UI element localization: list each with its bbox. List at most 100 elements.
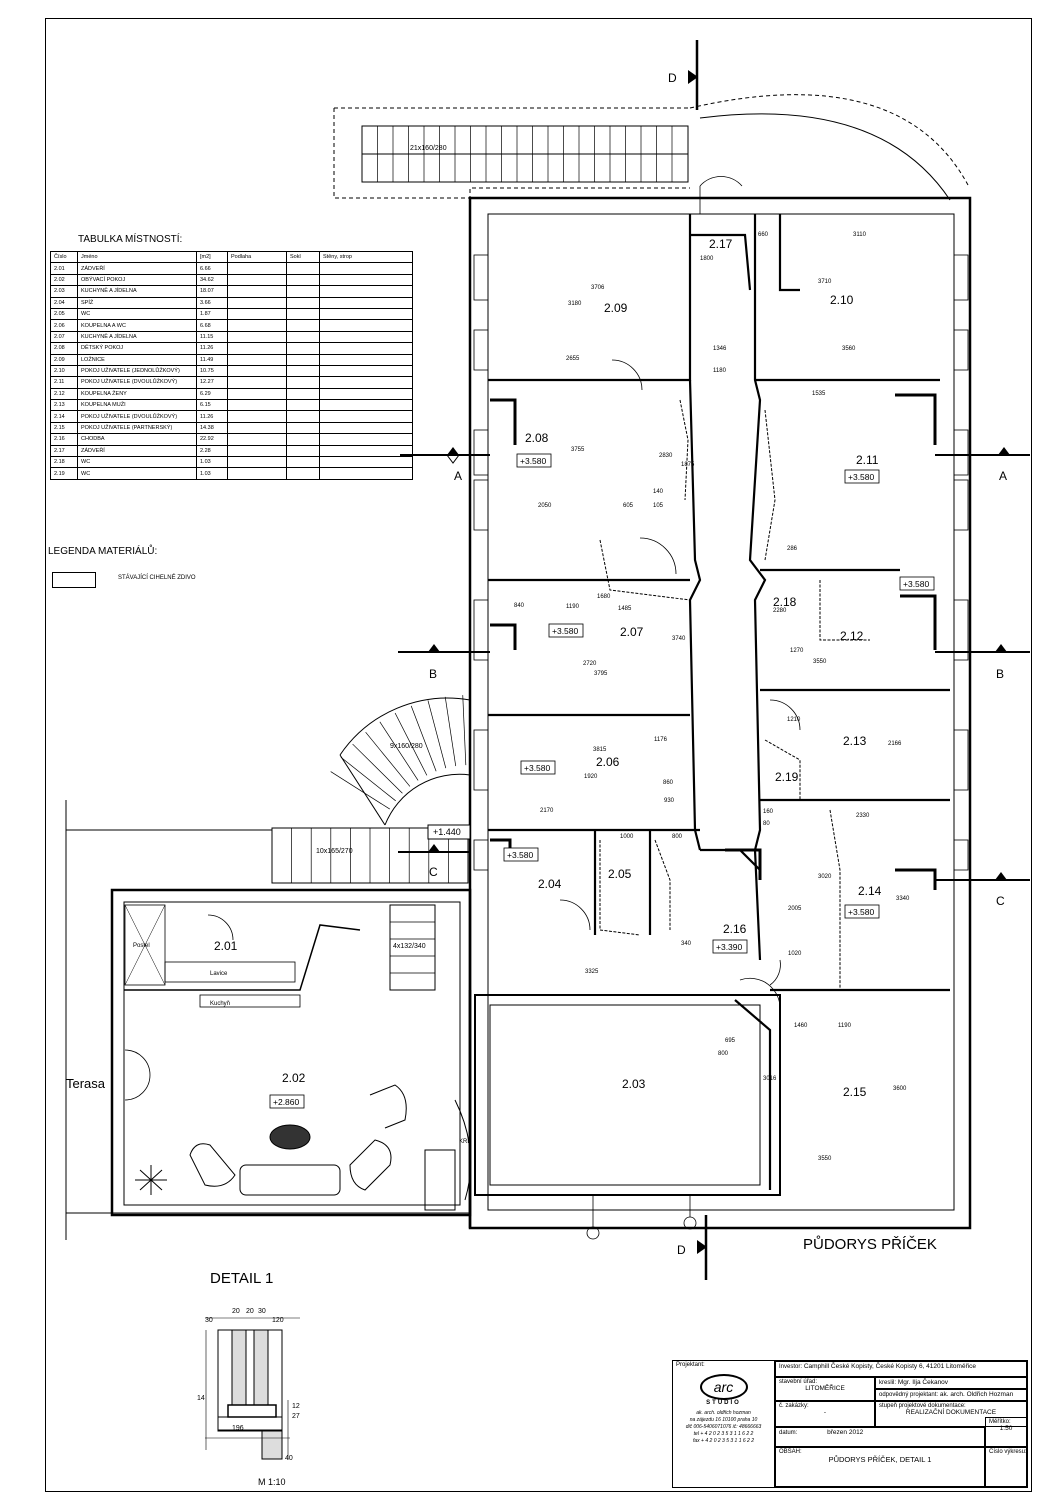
- terrace-arc: [689, 94, 969, 186]
- detail-title: DETAIL 1: [210, 1270, 274, 1287]
- section-marker-c-right: C: [935, 872, 1030, 908]
- table-cell: 2.04: [50, 296, 78, 309]
- table-header-cell: Jméno: [77, 250, 197, 264]
- building-authority: LITOMĚŘICE: [805, 1385, 845, 1392]
- order-number: -: [823, 1409, 827, 1416]
- dimension-label: 1000: [620, 834, 634, 840]
- room-label: 2.05: [608, 867, 632, 881]
- table-cell: [286, 262, 320, 275]
- table-cell: 2.01: [50, 262, 78, 275]
- dimension-label: 80: [763, 821, 770, 827]
- room-label: 2.14: [858, 884, 882, 898]
- section-marker-d-top: D: [668, 40, 699, 110]
- table-cell: 1.87: [196, 307, 228, 321]
- axis-markers: [586, 1195, 697, 1240]
- table-cell: 18.07: [196, 285, 228, 298]
- table-cell: [286, 444, 320, 458]
- dimension-label: 3755: [571, 447, 585, 453]
- contents: PŮDORYS PŘÍČEK, DETAIL 1: [828, 1455, 932, 1464]
- stair-label-left: 10x165/270: [316, 848, 353, 855]
- table-cell: 11.26: [196, 342, 228, 355]
- table-cell: [286, 273, 320, 287]
- table-cell: [227, 330, 287, 344]
- dimension-label: 1346: [713, 346, 727, 352]
- table-cell: WC: [77, 307, 197, 321]
- table-cell: [227, 456, 287, 469]
- level-box: [516, 453, 552, 468]
- table-cell: [319, 399, 413, 412]
- dimension-label: 1180: [713, 368, 727, 374]
- section-marker-a-right: A: [935, 447, 1030, 483]
- table-cell: [286, 376, 320, 389]
- table-cell: 2.18: [50, 456, 78, 469]
- building-authority-cell: stavební úřad:LITOMĚŘICE: [775, 1377, 875, 1401]
- responsible: ak. arch. Oldřich Hozman: [939, 1391, 1014, 1398]
- dimension-label: 695: [725, 1038, 736, 1044]
- level-label: +3.580: [520, 456, 547, 466]
- room-label: 2.10: [830, 293, 854, 307]
- table-header-cell: Podlaha: [227, 250, 287, 264]
- table-cell: OBÝVACÍ POKOJ: [77, 273, 197, 287]
- interior-walls: [488, 214, 950, 1190]
- detail-dimension: 196: [232, 1425, 244, 1432]
- dimension-label: 1800: [700, 256, 714, 262]
- dimension-label: 800: [672, 834, 683, 840]
- dimension-label: 3706: [591, 285, 605, 291]
- detail-dimension: 30: [258, 1308, 266, 1315]
- table-cell: [286, 467, 320, 480]
- stair-label-top: 21x160/280: [410, 145, 447, 152]
- table-cell: 22.92: [196, 433, 228, 446]
- dimension-label: 3180: [568, 301, 582, 307]
- table-cell: KUCHYNĚ A JÍDELNA: [77, 285, 197, 298]
- table-cell: [319, 433, 413, 446]
- dimension-label: 2280: [773, 608, 787, 614]
- stage: REALIZAČNÍ DOKUMENTACE: [905, 1409, 997, 1416]
- drawn-by-cell: kreslil: Mgr. Ilja Čekanov: [875, 1377, 1027, 1389]
- dimension-label: 3740: [672, 636, 686, 642]
- room-label: 2.06: [596, 755, 620, 769]
- date: březen 2012: [827, 1429, 864, 1436]
- table-cell: [227, 262, 287, 275]
- level-label: +3.580: [524, 763, 551, 773]
- dimension-label: 3550: [818, 1156, 832, 1162]
- table-cell: 6.66: [196, 262, 228, 275]
- dimension-label: 1270: [790, 648, 804, 654]
- level-box: [503, 847, 539, 862]
- dimension-label: 3340: [896, 896, 910, 902]
- firm-line: fax + 4 2 0 2 3 5 3 1 1 6 2 2: [692, 1438, 755, 1444]
- table-cell: [227, 296, 287, 309]
- svg-text:C: C: [429, 865, 438, 879]
- table-cell: 2.11: [50, 376, 78, 389]
- table-cell: 2.19: [50, 467, 78, 480]
- dimension-label: 1535: [812, 391, 826, 397]
- detail-dimension: 20: [246, 1308, 254, 1315]
- top-staircase: [333, 107, 690, 199]
- detail-dimension: 12: [292, 1403, 300, 1410]
- table-cell: [227, 387, 287, 401]
- table-cell: [286, 387, 320, 401]
- dimension-label: 3795: [594, 671, 608, 677]
- table-header-cell: Stěny, strop: [319, 250, 413, 264]
- terrace-level-box: [427, 824, 471, 840]
- title-block: Projektant: arc STUDIO ak. arch. oldřich…: [672, 1360, 1028, 1488]
- table-cell: [286, 364, 320, 378]
- dimension-label: 3710: [818, 279, 832, 285]
- level-box: [844, 904, 880, 919]
- room-label: 2.13: [843, 734, 867, 748]
- table-cell: [227, 376, 287, 389]
- room-label: 2.07: [620, 625, 644, 639]
- level-label: +3.580: [507, 850, 534, 860]
- table-cell: 2.03: [50, 285, 78, 298]
- investor: Camphill České Kopisty, České Kopisty 6,…: [803, 1363, 977, 1370]
- section-marker-b-left: B: [398, 644, 490, 681]
- table-cell: CHODBA: [77, 433, 197, 446]
- dimension-label: 2050: [538, 503, 552, 509]
- table-cell: [227, 433, 287, 446]
